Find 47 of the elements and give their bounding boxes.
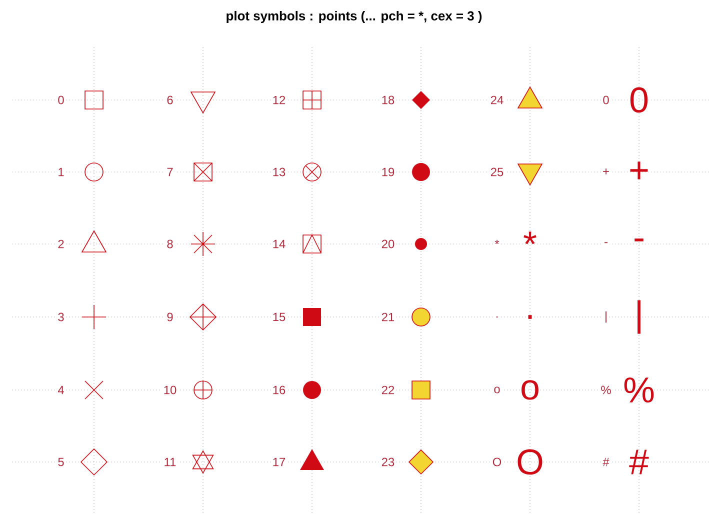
- symbol-number: 16: [270, 384, 288, 396]
- symbol-number: 17: [270, 456, 288, 468]
- symbol-character: #: [629, 450, 649, 474]
- symbol-character: |: [638, 300, 640, 334]
- symbol-character: 0: [630, 87, 648, 113]
- symbol-number: 13: [270, 166, 288, 178]
- symbol-number: 8: [165, 238, 175, 250]
- symbol-number: 4: [56, 384, 66, 396]
- symbol-number: 11: [162, 456, 178, 468]
- symbol-character: +: [630, 162, 648, 180]
- symbol-number: .: [494, 314, 500, 320]
- symbol-number: -: [602, 240, 610, 248]
- symbol-character: *: [524, 232, 536, 244]
- symbol-number: 18: [380, 94, 396, 106]
- symbol-character: .: [528, 315, 532, 319]
- symbol-number: 14: [270, 238, 288, 250]
- symbol-number: O: [490, 456, 504, 468]
- symbol-number: 25: [488, 166, 506, 178]
- symbol-number: 19: [380, 166, 396, 178]
- symbol-number: |: [602, 310, 610, 324]
- symbol-number: 9: [165, 311, 175, 323]
- symbol-character: o: [522, 380, 538, 400]
- symbol-number: *: [493, 238, 501, 250]
- symbol-number: #: [601, 456, 611, 468]
- title: plot symbols : points (... pch = *, cex = 3 ): [226, 10, 482, 24]
- symbol-character: %: [624, 377, 654, 403]
- symbol-number: 3: [56, 311, 66, 323]
- symbol-number: 6: [165, 94, 175, 106]
- symbol-character: O: [518, 449, 542, 475]
- symbol-number: 21: [380, 311, 396, 323]
- symbol-number: 0: [601, 94, 611, 106]
- symbol-number: 1: [56, 166, 66, 178]
- symbol-number: 2: [56, 238, 66, 250]
- symbol-number: 22: [380, 384, 396, 396]
- symbol-number: o: [492, 385, 502, 395]
- symbol-number: 24: [488, 94, 506, 106]
- symbol-number: 0: [56, 94, 66, 106]
- symbol-number: 10: [162, 384, 178, 396]
- symbol-number: 20: [380, 238, 396, 250]
- symbol-number: 15: [270, 311, 288, 323]
- symbol-number: +: [601, 167, 611, 177]
- symbol-character: -: [634, 238, 644, 242]
- symbol-number: 5: [56, 456, 66, 468]
- symbol-number: 23: [380, 456, 396, 468]
- symbol-number: %: [599, 384, 613, 396]
- symbol-number: 7: [165, 166, 175, 178]
- symbol-number: 12: [270, 94, 288, 106]
